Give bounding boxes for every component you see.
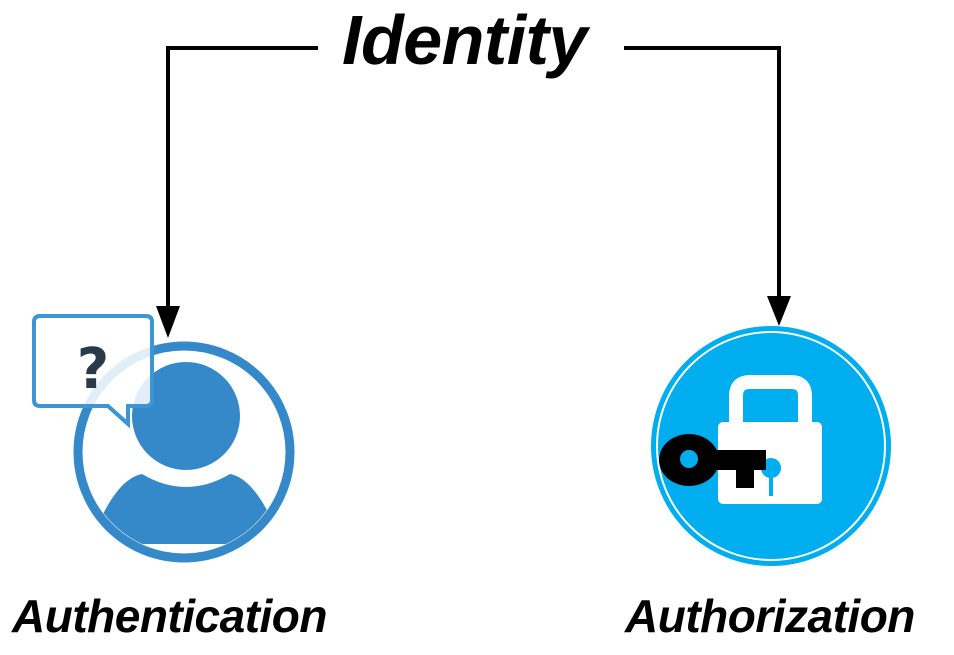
authentication-label: Authentication [12,590,327,642]
speech-bubble-icon: ? [32,314,154,429]
edge-identity-authorization [624,46,791,326]
key-icon [659,434,766,488]
edge-identity-authentication [156,46,318,338]
user-head [132,362,240,470]
user-question-icon: ? [32,314,295,563]
arrowhead-icon [767,296,791,326]
arrowhead-icon [156,306,180,338]
question-mark: ? [77,337,109,402]
user-body [100,474,272,544]
lock-shackle [729,375,812,424]
lock-key-icon [651,326,891,566]
identity-title: Identity [338,0,591,82]
authorization-label: Authorization [625,590,915,642]
